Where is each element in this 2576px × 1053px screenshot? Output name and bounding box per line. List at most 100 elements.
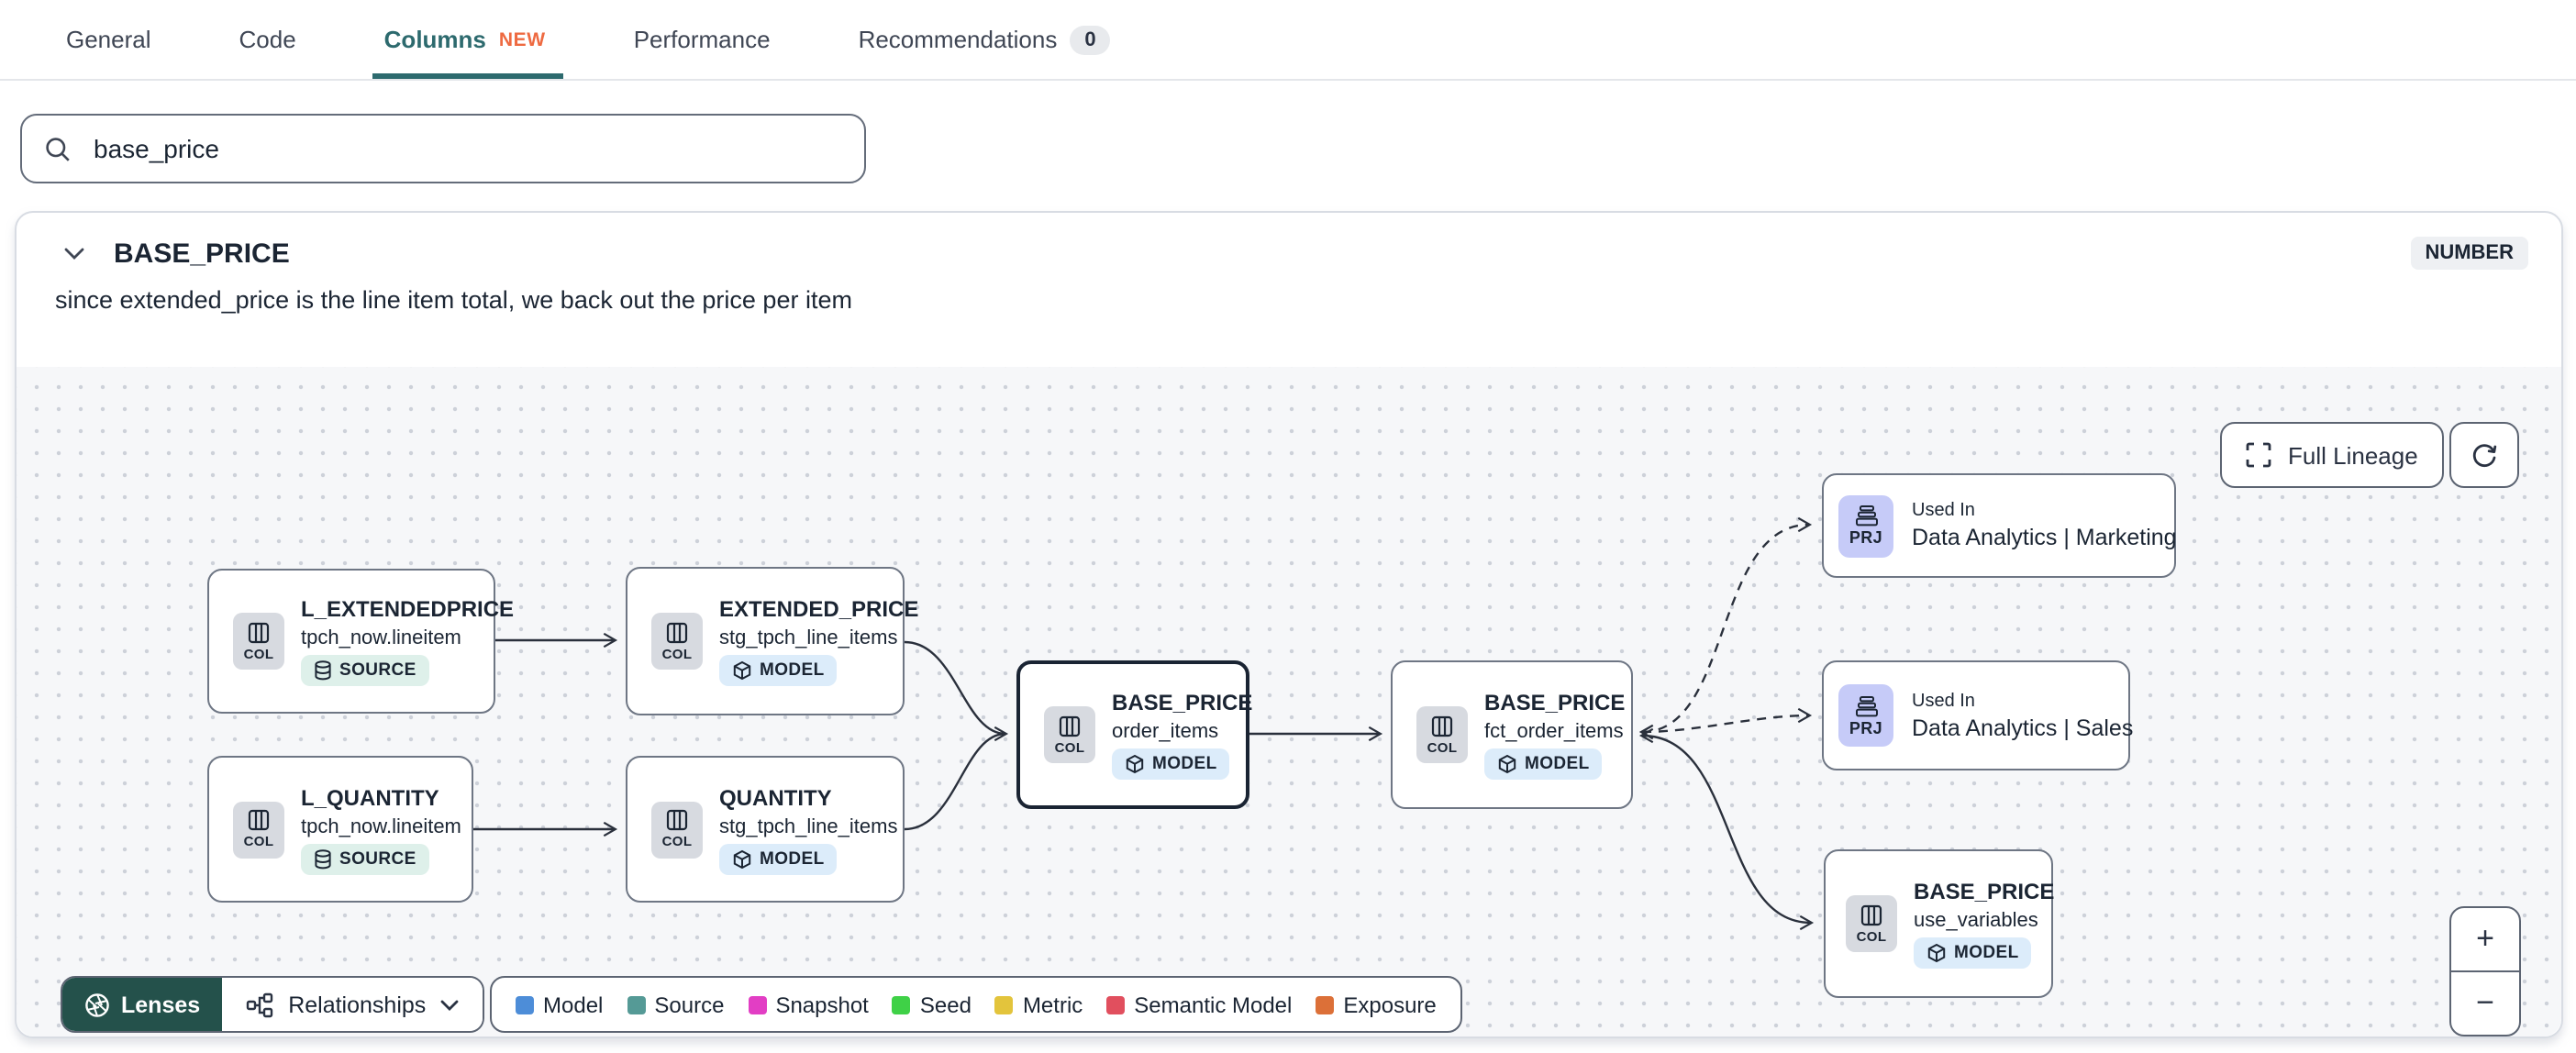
node-subtitle: fct_order_items	[1484, 721, 1624, 743]
legend-item-seed: Seed	[892, 992, 972, 1017]
lineage-node-used-in-sales[interactable]: PRJ Used In Data Analytics | Sales	[1822, 660, 2134, 770]
zoom-out-button[interactable]: −	[2476, 985, 2494, 1020]
collapse-button[interactable]	[57, 237, 90, 270]
node-title: L_QUANTITY	[301, 784, 439, 810]
column-kind-badge: COL	[651, 613, 703, 670]
column-description: since extended_price is the line item to…	[55, 286, 852, 314]
lenses-label: Lenses	[121, 992, 201, 1017]
project-kind-badge: PRJ	[1838, 494, 1893, 557]
model-badge: MODEL	[1914, 937, 2032, 969]
cube-icon	[1126, 754, 1144, 774]
tab-recommendations[interactable]: Recommendations 0	[859, 0, 1111, 79]
columns-icon	[248, 621, 270, 643]
tab-columns[interactable]: Columns NEW	[372, 0, 564, 79]
count-badge: 0	[1070, 25, 1111, 54]
columns-icon	[666, 809, 688, 831]
lineage-node-used-in-marketing[interactable]: PRJ Used In Data Analytics | Marketing	[1822, 473, 2177, 578]
source-badge: SOURCE	[301, 655, 429, 686]
relationships-label: Relationships	[288, 992, 427, 1017]
database-icon	[315, 660, 331, 681]
node-subtitle: tpch_now.lineitem	[301, 627, 461, 649]
lineage-canvas[interactable]: COL L_EXTENDEDPRICE tpch_now.lineitem SO…	[17, 367, 2561, 1036]
node-subtitle: tpch_now.lineitem	[301, 815, 461, 837]
legend-swatch	[627, 995, 646, 1014]
tab-label: Performance	[633, 26, 771, 53]
search-input[interactable]	[90, 132, 842, 165]
zoom-in-button[interactable]: +	[2451, 908, 2519, 972]
used-in-title: Data Analytics | Marketing	[1912, 525, 2177, 550]
aperture-icon	[85, 992, 109, 1016]
relationships-icon	[246, 992, 273, 1017]
column-kind-badge: COL	[233, 801, 284, 858]
node-subtitle: use_variables	[1914, 910, 2038, 932]
refresh-icon	[2472, 444, 2497, 467]
legend-swatch	[892, 995, 911, 1014]
columns-icon	[1059, 715, 1081, 737]
full-lineage-label: Full Lineage	[2288, 441, 2418, 469]
new-badge: NEW	[498, 28, 546, 50]
lineage-node-extended-price[interactable]: COL EXTENDED_PRICE stg_tpch_line_items M…	[626, 567, 919, 715]
cube-icon	[733, 848, 751, 869]
lineage-node-base-price-fct-order-items[interactable]: COL BASE_PRICE fct_order_items MODEL	[1391, 660, 1633, 809]
legend-swatch	[994, 995, 1014, 1014]
tab-code[interactable]: Code	[239, 0, 296, 79]
search-box[interactable]	[20, 114, 866, 183]
column-kind-badge: COL	[1846, 895, 1897, 952]
chevron-down-icon	[440, 999, 459, 1010]
tab-performance[interactable]: Performance	[634, 0, 771, 79]
used-in-label: Used In	[1912, 691, 1975, 711]
node-title: BASE_PRICE	[1914, 879, 2055, 904]
lineage-node-quantity[interactable]: COL QUANTITY stg_tpch_line_items MODEL	[626, 756, 905, 903]
column-kind-badge: COL	[1044, 706, 1095, 763]
legend-swatch	[516, 995, 534, 1014]
column-panel: BASE_PRICE NUMBER since extended_price i…	[15, 211, 2563, 1038]
model-badge: MODEL	[1112, 748, 1230, 780]
lineage-legend: Model Source Snapshot Seed Metric Semant…	[490, 976, 1462, 1033]
database-icon	[315, 848, 331, 869]
node-title: QUANTITY	[719, 784, 832, 810]
relationships-dropdown[interactable]: Relationships	[222, 978, 483, 1031]
legend-swatch	[748, 995, 767, 1014]
search-icon	[46, 137, 70, 161]
expand-icon	[2246, 442, 2271, 468]
legend-swatch	[1316, 995, 1335, 1014]
lineage-node-l-quantity[interactable]: COL L_QUANTITY tpch_now.lineitem SOURCE	[207, 756, 473, 903]
lenses-button[interactable]: Lenses	[62, 978, 223, 1031]
used-in-title: Data Analytics | Sales	[1912, 715, 2134, 740]
lenses-bar: Lenses Relationships	[61, 976, 485, 1033]
tab-label: Recommendations	[858, 26, 1058, 53]
columns-icon	[1431, 715, 1453, 737]
columns-icon	[666, 621, 688, 643]
lineage-node-base-price-order-items[interactable]: COL BASE_PRICE order_items MODEL	[1016, 660, 1252, 809]
column-kind-badge: COL	[651, 801, 703, 858]
tab-bar: General Code Columns NEW Performance Rec…	[0, 0, 2576, 81]
column-kind-badge: COL	[233, 613, 284, 670]
source-badge: SOURCE	[301, 843, 429, 874]
lineage-node-l-extendedprice[interactable]: COL L_EXTENDEDPRICE tpch_now.lineitem SO…	[207, 569, 514, 714]
legend-item-source: Source	[627, 992, 724, 1017]
node-title: EXTENDED_PRICE	[719, 596, 919, 622]
project-icon	[1855, 505, 1877, 526]
legend-item-metric: Metric	[994, 992, 1083, 1017]
full-lineage-button[interactable]: Full Lineage	[2220, 422, 2444, 488]
project-icon	[1855, 695, 1877, 716]
column-header: BASE_PRICE NUMBER	[17, 213, 2561, 270]
refresh-button[interactable]	[2449, 422, 2519, 488]
search-row	[0, 81, 2576, 183]
column-type-badge: NUMBER	[2410, 237, 2528, 270]
tab-general[interactable]: General	[66, 0, 151, 79]
model-badge: MODEL	[1484, 748, 1603, 780]
node-subtitle: stg_tpch_line_items	[719, 815, 898, 837]
lineage-node-base-price-use-variables[interactable]: COL BASE_PRICE use_variables MODEL	[1824, 849, 2055, 998]
tab-label: Columns	[383, 26, 486, 53]
columns-icon	[1860, 903, 1882, 926]
cube-icon	[733, 660, 751, 681]
zoom-controls: + −	[2449, 906, 2521, 1036]
column-kind-badge: COL	[1416, 706, 1468, 763]
cube-icon	[1927, 943, 1946, 963]
project-kind-badge: PRJ	[1838, 684, 1893, 747]
tab-label: Code	[239, 26, 296, 53]
columns-icon	[248, 809, 270, 831]
chevron-down-icon	[63, 247, 83, 259]
